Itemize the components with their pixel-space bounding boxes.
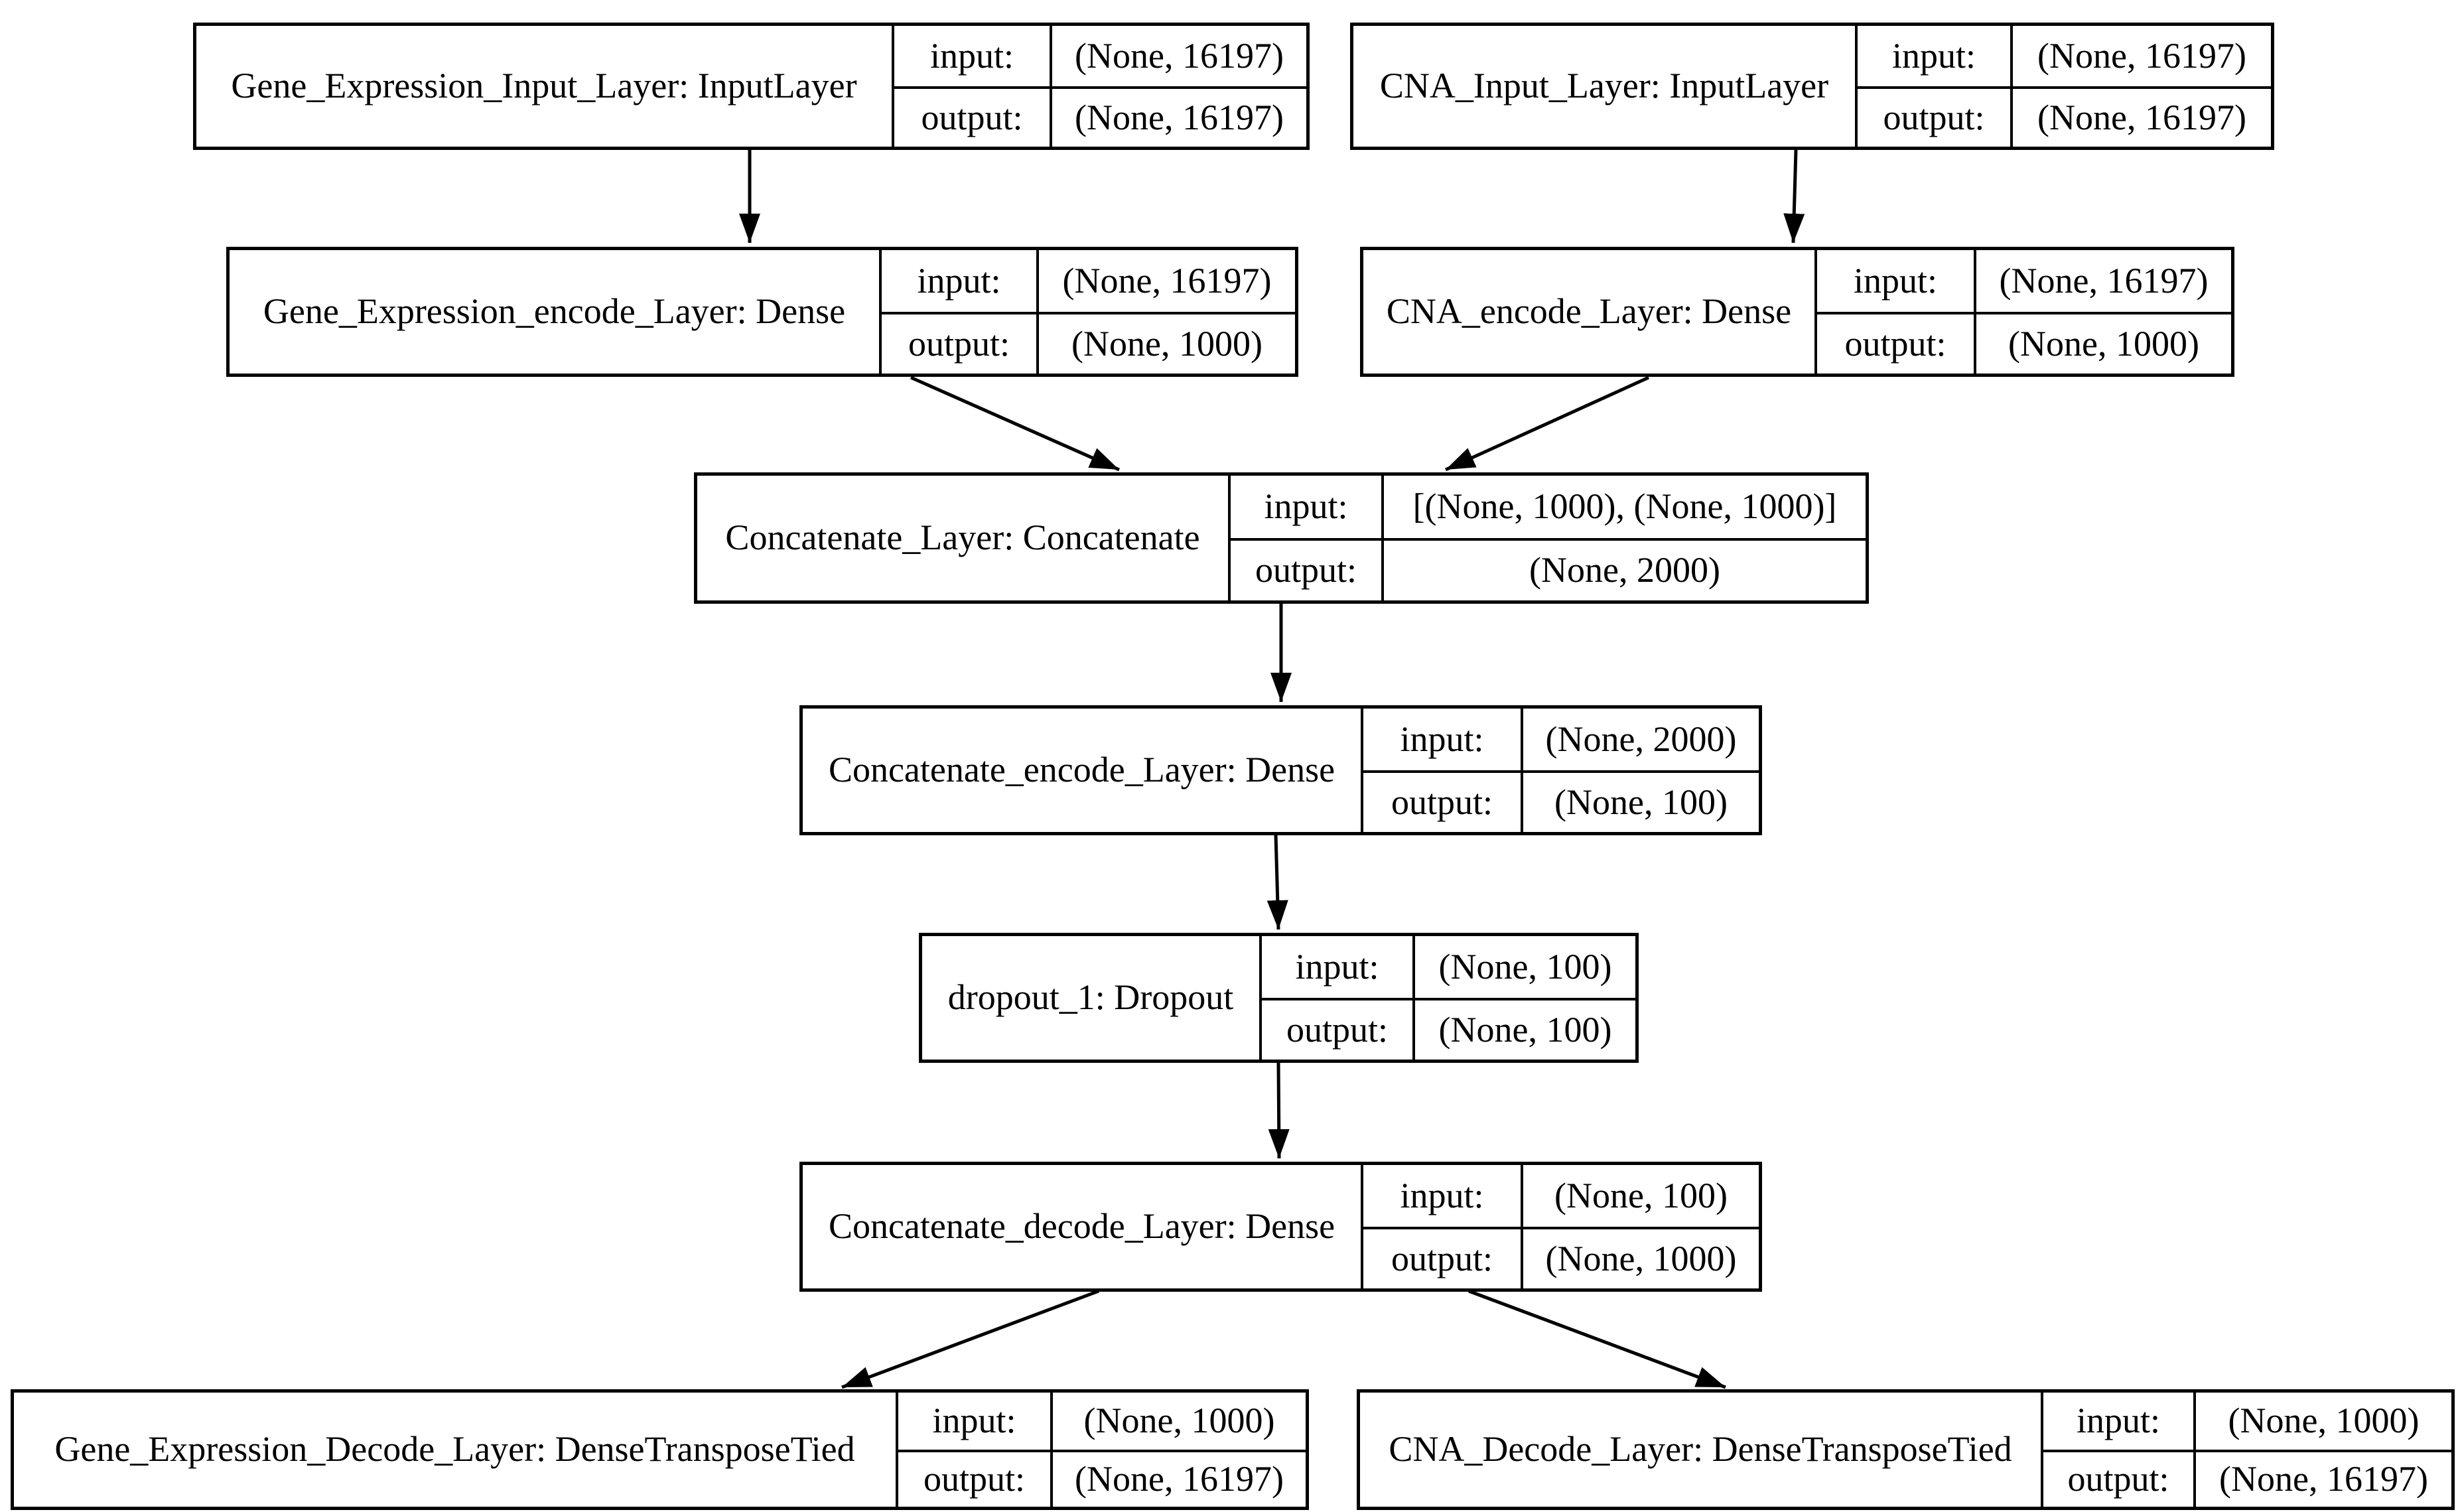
input-label: input: — [1853, 260, 1937, 301]
output-shape: (None, 2000) — [1381, 538, 1866, 600]
input-label: input: — [929, 35, 1014, 76]
edge-cna-encode-to-concatenate — [1444, 376, 1650, 472]
node-cna-input-layer: CNA_Input_Layer: InputLayer input: (None… — [1350, 23, 2274, 150]
layer-name: dropout_1: Dropout — [922, 936, 1262, 1060]
layer-name: Gene_Expression_Input_Layer: InputLayer — [196, 26, 894, 147]
io-table: input: (None, 1000) output: (None, 16197… — [2043, 1393, 2451, 1507]
node-concatenate-decode-layer: Concatenate_decode_Layer: Dense input: (… — [799, 1162, 1762, 1292]
output-label: output: — [894, 86, 1050, 147]
layer-name: CNA_Input_Layer: InputLayer — [1353, 26, 1858, 147]
input-shape: (None, 16197) — [2010, 26, 2271, 86]
input-shape: [(None, 1000), (None, 1000)] — [1381, 476, 1866, 538]
io-table: input: (None, 100) output: (None, 1000) — [1363, 1165, 1759, 1288]
node-dropout-1: dropout_1: Dropout input: (None, 100) ou… — [919, 933, 1639, 1063]
node-concatenate-encode-layer: Concatenate_encode_Layer: Dense input: (… — [799, 705, 1762, 835]
io-table: input: (None, 16197) output: (None, 1619… — [1858, 26, 2271, 147]
layer-name: CNA_Decode_Layer: DenseTransposeTied — [1360, 1393, 2043, 1507]
output-label: output: — [898, 1450, 1050, 1507]
output-shape: (None, 16197) — [1050, 1450, 1306, 1507]
layer-name: Concatenate_Layer: Concatenate — [697, 476, 1231, 600]
output-label: output: — [882, 312, 1036, 374]
layer-name: Concatenate_encode_Layer: Dense — [803, 709, 1363, 832]
layer-name: Gene_Expression_Decode_Layer: DenseTrans… — [14, 1393, 898, 1507]
input-label: input: — [932, 1401, 1016, 1441]
input-shape: (None, 100) — [1521, 1165, 1759, 1227]
output-label: output: — [1363, 1227, 1521, 1288]
input-label: input: — [1400, 719, 1484, 759]
node-gene-expression-decode-layer: Gene_Expression_Decode_Layer: DenseTrans… — [11, 1389, 1309, 1510]
input-label: input: — [917, 260, 1001, 301]
output-shape: (None, 16197) — [1050, 86, 1306, 147]
input-label: input: — [1891, 35, 1976, 76]
edge-concatenate-encode-to-dropout — [1266, 834, 1288, 930]
node-cna-decode-layer: CNA_Decode_Layer: DenseTransposeTied inp… — [1357, 1389, 2455, 1510]
output-label: output: — [2043, 1450, 2193, 1507]
node-gene-expression-encode-layer: Gene_Expression_encode_Layer: Dense inpu… — [226, 247, 1298, 377]
input-shape: (None, 16197) — [1050, 26, 1306, 86]
input-shape: (None, 100) — [1412, 936, 1635, 998]
output-shape: (None, 16197) — [2193, 1450, 2451, 1507]
edge-concatenate-decode-to-gene-decode — [841, 1289, 1099, 1389]
input-label: input: — [1400, 1175, 1484, 1215]
input-shape: (None, 1000) — [1050, 1393, 1306, 1450]
input-shape: (None, 1000) — [2193, 1393, 2451, 1450]
input-label: input: — [1264, 486, 1348, 527]
node-concatenate-layer: Concatenate_Layer: Concatenate input: [(… — [694, 472, 1869, 604]
io-table: input: (None, 16197) output: (None, 1619… — [894, 26, 1306, 147]
output-shape: (None, 1000) — [1521, 1227, 1759, 1288]
edge-concatenate-decode-to-cna-decode — [1468, 1289, 1726, 1389]
output-label: output: — [1817, 312, 1974, 374]
io-table: input: [(None, 1000), (None, 1000)] outp… — [1231, 476, 1866, 600]
output-shape: (None, 100) — [1521, 770, 1759, 832]
input-shape: (None, 16197) — [1036, 250, 1295, 312]
io-table: input: (None, 2000) output: (None, 100) — [1363, 709, 1759, 832]
output-label: output: — [1231, 538, 1381, 600]
input-label: input: — [1295, 946, 1379, 987]
layer-name: Concatenate_decode_Layer: Dense — [803, 1165, 1363, 1288]
edge-cna-input-to-cna-encode — [1783, 149, 1805, 243]
output-shape: (None, 100) — [1412, 998, 1635, 1060]
io-table: input: (None, 1000) output: (None, 16197… — [898, 1393, 1306, 1507]
output-shape: (None, 1000) — [1974, 312, 2231, 374]
output-label: output: — [1262, 998, 1412, 1060]
layer-name: Gene_Expression_encode_Layer: Dense — [230, 250, 882, 374]
edge-gene-encode-to-concatenate — [910, 376, 1121, 472]
io-table: input: (None, 16197) output: (None, 1000… — [882, 250, 1295, 374]
output-shape: (None, 16197) — [2010, 86, 2271, 147]
output-label: output: — [1858, 86, 2010, 147]
node-cna-encode-layer: CNA_encode_Layer: Dense input: (None, 16… — [1360, 247, 2234, 377]
input-label: input: — [2076, 1401, 2160, 1441]
io-table: input: (None, 100) output: (None, 100) — [1262, 936, 1635, 1060]
input-shape: (None, 16197) — [1974, 250, 2231, 312]
edge-dropout-to-concatenate-decode — [1268, 1062, 1290, 1159]
layer-name: CNA_encode_Layer: Dense — [1363, 250, 1817, 374]
io-table: input: (None, 16197) output: (None, 1000… — [1817, 250, 2231, 374]
input-shape: (None, 2000) — [1521, 709, 1759, 770]
output-label: output: — [1363, 770, 1521, 832]
output-shape: (None, 1000) — [1036, 312, 1295, 374]
node-gene-expression-input-layer: Gene_Expression_Input_Layer: InputLayer … — [193, 23, 1310, 150]
